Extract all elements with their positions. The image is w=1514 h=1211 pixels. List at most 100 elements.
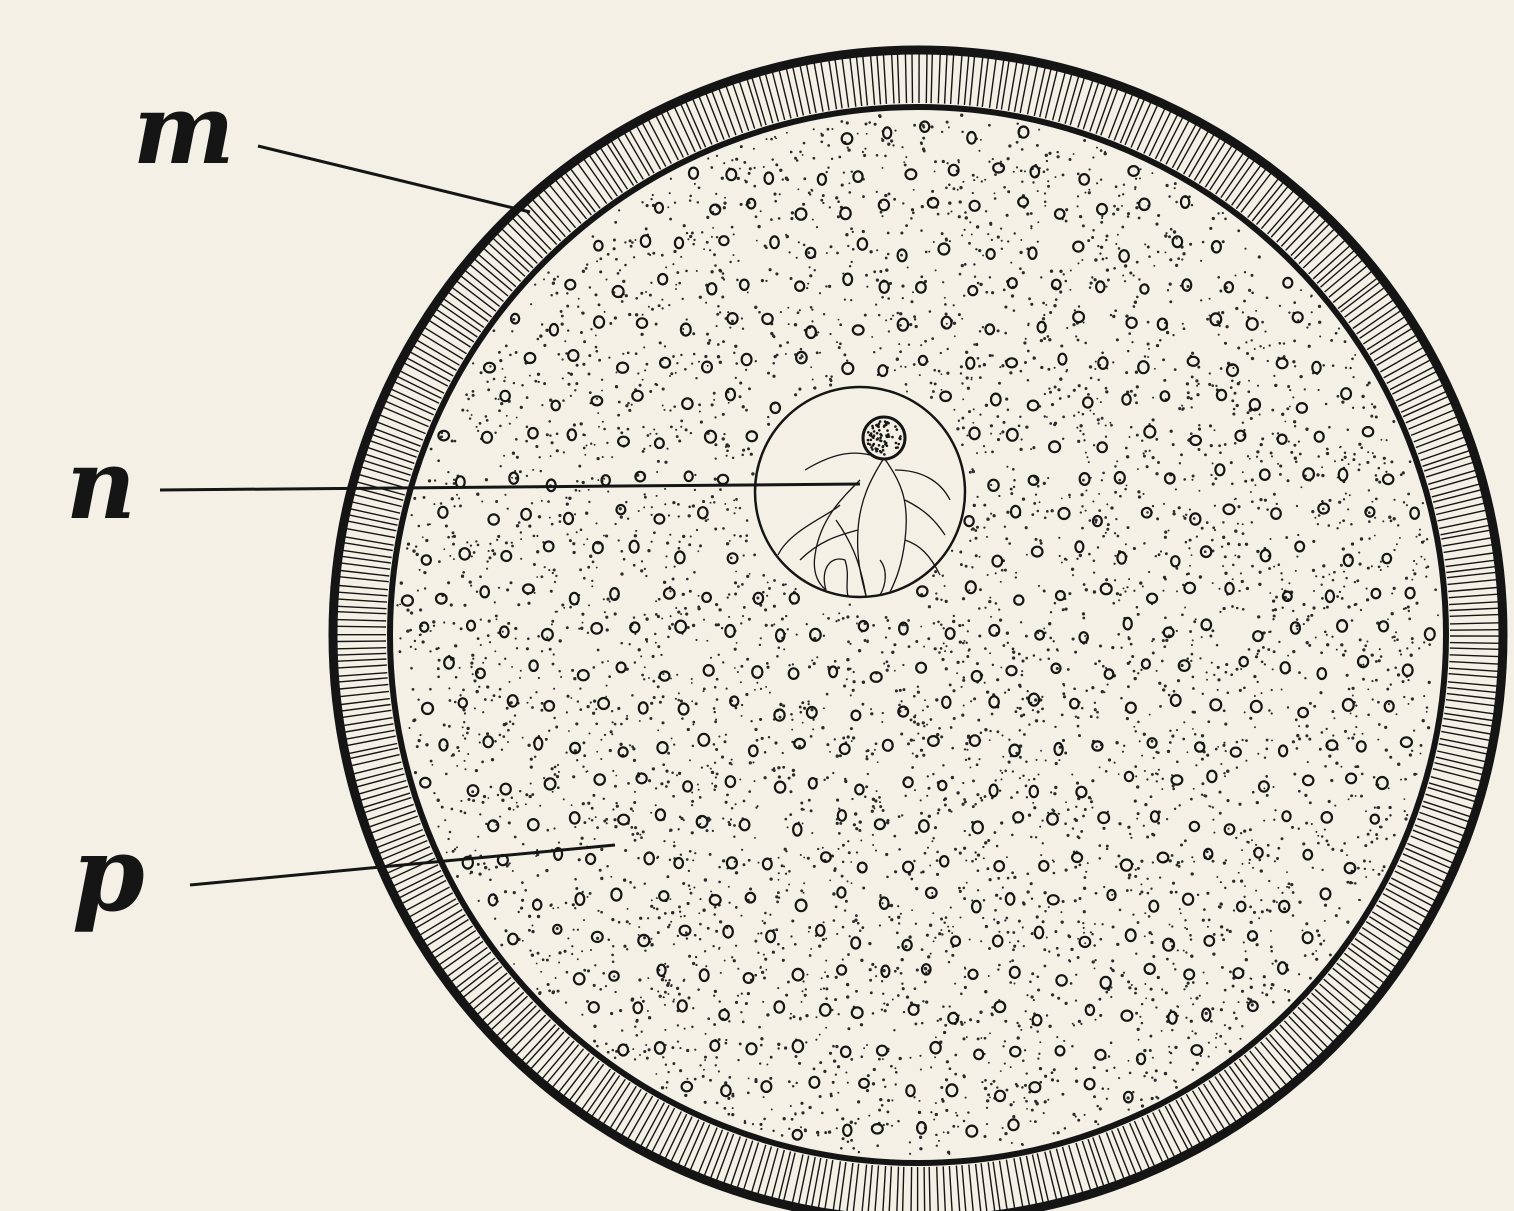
stipple-dot bbox=[631, 694, 634, 697]
stipple-dot bbox=[433, 625, 435, 627]
stipple-dot bbox=[717, 355, 720, 358]
stipple-dot bbox=[1059, 290, 1062, 293]
stipple-dot bbox=[659, 995, 662, 998]
stipple-dot bbox=[1116, 208, 1119, 211]
stipple-dot bbox=[672, 578, 675, 581]
stipple-dot bbox=[693, 571, 696, 574]
stipple-dot bbox=[1137, 672, 1139, 674]
stipple-dot bbox=[1212, 462, 1214, 464]
stipple-dot bbox=[462, 726, 464, 728]
stipple-dot bbox=[1218, 588, 1220, 590]
stipple-dot bbox=[1096, 1105, 1098, 1107]
striation-line bbox=[349, 744, 397, 754]
stipple-dot bbox=[1132, 1091, 1134, 1093]
stipple-dot bbox=[1279, 464, 1282, 467]
stipple-dot bbox=[1196, 393, 1199, 396]
stipple-dot bbox=[963, 1120, 966, 1123]
stipple-dot bbox=[1187, 751, 1189, 753]
stipple-dot bbox=[693, 887, 695, 889]
stipple-dot bbox=[715, 623, 718, 626]
stipple-dot bbox=[914, 318, 916, 320]
stipple-dot bbox=[1165, 251, 1167, 253]
stipple-dot bbox=[1122, 275, 1124, 277]
stipple-dot bbox=[722, 437, 725, 440]
stipple-dot bbox=[1123, 972, 1125, 974]
stipple-dot bbox=[1229, 1050, 1232, 1053]
stipple-dot bbox=[1162, 688, 1165, 691]
stipple-dot bbox=[1362, 664, 1364, 666]
stipple-dot bbox=[1112, 315, 1115, 318]
stipple-dot bbox=[572, 903, 575, 906]
stipple-dot bbox=[723, 278, 725, 280]
stipple-dot bbox=[1177, 949, 1179, 951]
stipple-dot bbox=[835, 620, 837, 622]
stipple-dot bbox=[997, 438, 1000, 441]
stipple-dot bbox=[617, 707, 620, 710]
stipple-dot bbox=[607, 491, 609, 493]
stipple-dot bbox=[459, 694, 461, 696]
stipple-dot bbox=[1201, 794, 1203, 796]
stipple-dot bbox=[618, 921, 621, 924]
stipple-dot bbox=[725, 443, 728, 446]
stipple-dot bbox=[694, 934, 697, 937]
stipple-dot bbox=[1127, 685, 1130, 688]
stipple-dot bbox=[1008, 761, 1011, 764]
striation-line bbox=[1320, 984, 1357, 1016]
stipple-dot bbox=[1112, 969, 1115, 972]
stipple-dot bbox=[560, 310, 563, 313]
stipple-dot bbox=[472, 362, 474, 364]
stipple-dot bbox=[664, 488, 666, 490]
stipple-dot bbox=[516, 647, 518, 649]
stipple-dot bbox=[462, 571, 465, 574]
stipple-dot bbox=[1152, 833, 1155, 836]
stipple-dot bbox=[1321, 584, 1323, 586]
stipple-dot bbox=[850, 694, 852, 696]
stipple-dot bbox=[499, 359, 502, 362]
stipple-dot bbox=[1249, 828, 1252, 831]
stipple-dot bbox=[1134, 987, 1137, 990]
stipple-dot bbox=[950, 907, 952, 909]
stipple-dot bbox=[1056, 1036, 1058, 1038]
stipple-dot bbox=[1169, 258, 1172, 261]
stipple-dot bbox=[767, 423, 770, 426]
stipple-dot bbox=[1420, 753, 1422, 755]
stipple-dot bbox=[649, 717, 652, 720]
stipple-dot bbox=[687, 996, 690, 999]
stipple-dot bbox=[1164, 531, 1167, 534]
stipple-dot bbox=[813, 157, 816, 160]
stipple-dot bbox=[885, 616, 888, 619]
stipple-dot bbox=[945, 239, 948, 242]
stipple-dot bbox=[989, 730, 991, 732]
striation-line bbox=[1383, 894, 1426, 918]
stipple-dot bbox=[848, 191, 851, 194]
stipple-dot bbox=[1304, 677, 1306, 679]
stipple-dot bbox=[995, 572, 997, 574]
stipple-dot bbox=[950, 650, 953, 653]
stipple-dot bbox=[1350, 523, 1353, 526]
stipple-dot bbox=[447, 471, 449, 473]
stipple-dot bbox=[479, 422, 482, 425]
stipple-dot bbox=[1281, 689, 1283, 691]
stipple-dot bbox=[836, 933, 838, 935]
stipple-dot bbox=[606, 597, 609, 600]
stipple-dot bbox=[856, 851, 858, 853]
stipple-dot bbox=[1328, 573, 1330, 575]
stipple-dot bbox=[1050, 270, 1053, 273]
stipple-dot bbox=[644, 568, 646, 570]
stipple-dot bbox=[890, 918, 893, 921]
striation-line bbox=[474, 978, 512, 1010]
stipple-dot bbox=[1189, 630, 1192, 633]
stipple-dot bbox=[1403, 501, 1405, 503]
stipple-dot bbox=[715, 748, 718, 751]
stipple-dot bbox=[766, 138, 768, 140]
stipple-dot bbox=[907, 742, 910, 745]
striation-line bbox=[1435, 497, 1483, 509]
stipple-dot bbox=[897, 905, 899, 907]
stipple-dot bbox=[1178, 407, 1181, 410]
stipple-dot bbox=[1190, 397, 1193, 400]
stipple-dot bbox=[896, 932, 899, 935]
stipple-dot bbox=[872, 844, 874, 846]
stipple-dot bbox=[678, 692, 680, 694]
stipple-dot bbox=[599, 869, 602, 872]
striation-line bbox=[839, 1162, 846, 1211]
